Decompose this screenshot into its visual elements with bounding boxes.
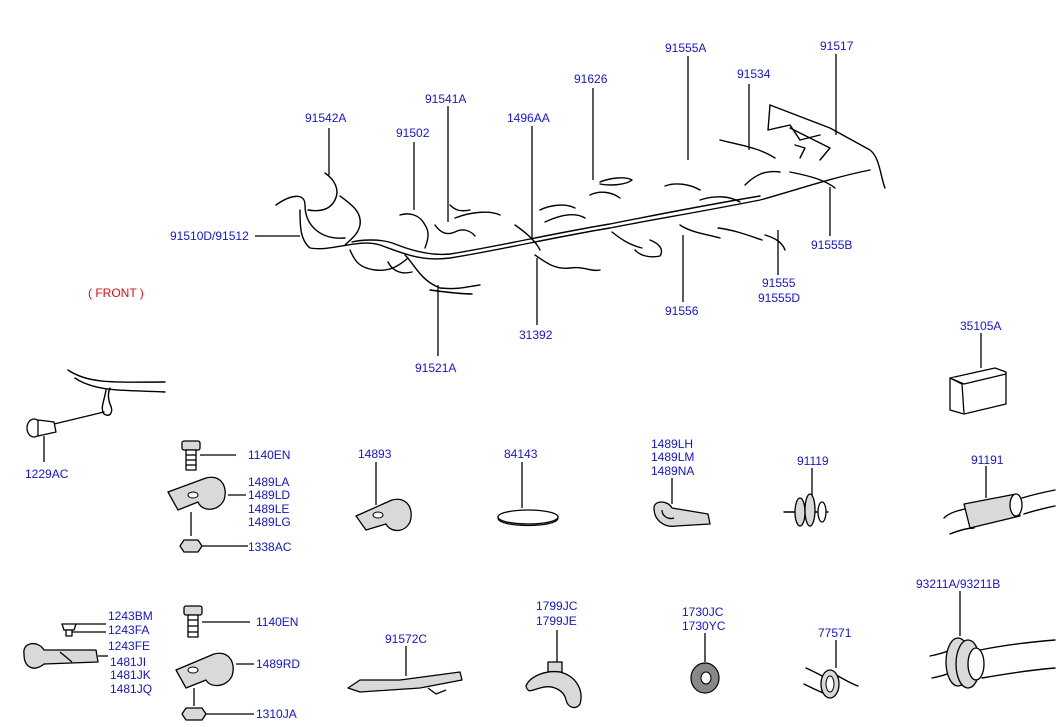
label-1489LH: 1489LH <box>651 437 693 451</box>
label-84143: 84143 <box>504 447 538 461</box>
label-91119: 91119 <box>797 454 829 468</box>
part-91191: 91191 <box>943 453 1056 535</box>
harness-labels: 91542A 91541A 91502 1496AA 91626 91555A … <box>88 39 854 375</box>
part-1489LH: 1489LH 1489LM 1489NA <box>651 437 711 527</box>
label-91626: 91626 <box>574 72 608 86</box>
label-1799JC: 1799JC <box>536 599 578 613</box>
label-14893: 14893 <box>358 447 392 461</box>
label-77571: 77571 <box>818 626 852 640</box>
label-1730JC: 1730JC <box>682 605 724 619</box>
label-1481JI: 1481JI <box>110 655 146 669</box>
label-91555A: 91555A <box>665 41 706 55</box>
part-group-clamp-1: 1140EN 1489LA 1489LD 1489LE 1489LG 1338A… <box>167 440 292 554</box>
label-1489RD: 1489RD <box>256 657 300 671</box>
part-84143: 84143 <box>497 447 559 527</box>
label-1730YC: 1730YC <box>682 619 726 633</box>
part-91119: 91119 <box>783 454 829 527</box>
label-1799JE: 1799JE <box>536 614 577 628</box>
label-93211A-93211B: 93211A/93211B <box>916 577 1000 591</box>
part-1730JC: 1730JC 1730YC <box>682 605 726 694</box>
label-91521A: 91521A <box>415 361 456 375</box>
label-31392: 31392 <box>519 328 553 342</box>
label-1481JQ: 1481JQ <box>110 682 152 696</box>
label-1489NA: 1489NA <box>651 464 694 478</box>
label-91555: 91555 <box>762 276 796 290</box>
label-91502: 91502 <box>396 126 430 140</box>
label-91572C: 91572C <box>385 632 427 646</box>
wiring-harness <box>275 104 886 295</box>
label-91534: 91534 <box>737 67 771 81</box>
label-1243FE: 1243FE <box>108 639 150 653</box>
label-1310JA: 1310JA <box>256 707 297 721</box>
part-14893: 14893 <box>355 447 412 532</box>
label-1481JK: 1481JK <box>110 668 151 682</box>
part-group-clamp-2: 1140EN 1489RD 1310JA <box>175 605 300 721</box>
label-1140EN-a: 1140EN <box>248 448 290 462</box>
label-91191: 91191 <box>971 453 1004 467</box>
part-93211A: 93211A/93211B <box>916 577 1056 689</box>
label-1489LD: 1489LD <box>248 488 290 502</box>
label-35105A: 35105A <box>960 319 1001 333</box>
part-91572C: 91572C <box>347 632 463 695</box>
label-1489LE: 1489LE <box>248 502 289 516</box>
part-77571: 77571 <box>803 626 859 699</box>
harness-leader-lines <box>255 54 837 356</box>
label-91556: 91556 <box>665 304 699 318</box>
label-front: ( FRONT ) <box>88 286 144 300</box>
label-91555D: 91555D <box>758 291 800 305</box>
part-1799JC: 1799JC 1799JE <box>525 599 582 709</box>
label-1489LA: 1489LA <box>248 475 289 489</box>
label-91542A: 91542A <box>305 111 346 125</box>
label-91555B: 91555B <box>811 238 852 252</box>
part-group-1243: 1243BM 1243FA 1243FE 1481JI 1481JK 1481J… <box>23 609 153 696</box>
label-1489LG: 1489LG <box>248 515 291 529</box>
label-91510D-91512: 91510D/91512 <box>170 229 249 243</box>
label-1140EN-b: 1140EN <box>256 615 298 629</box>
label-1496AA: 1496AA <box>507 111 550 125</box>
label-1338AC: 1338AC <box>248 540 292 554</box>
label-1243BM: 1243BM <box>108 609 153 623</box>
label-1229AC: 1229AC <box>25 467 69 481</box>
part-35105A: 35105A <box>949 319 1007 415</box>
part-1229AC: 1229AC <box>25 369 166 481</box>
label-91517: 91517 <box>820 39 854 53</box>
label-1243FA: 1243FA <box>108 623 149 637</box>
label-1489LM: 1489LM <box>651 450 694 464</box>
label-91541A: 91541A <box>425 92 466 106</box>
